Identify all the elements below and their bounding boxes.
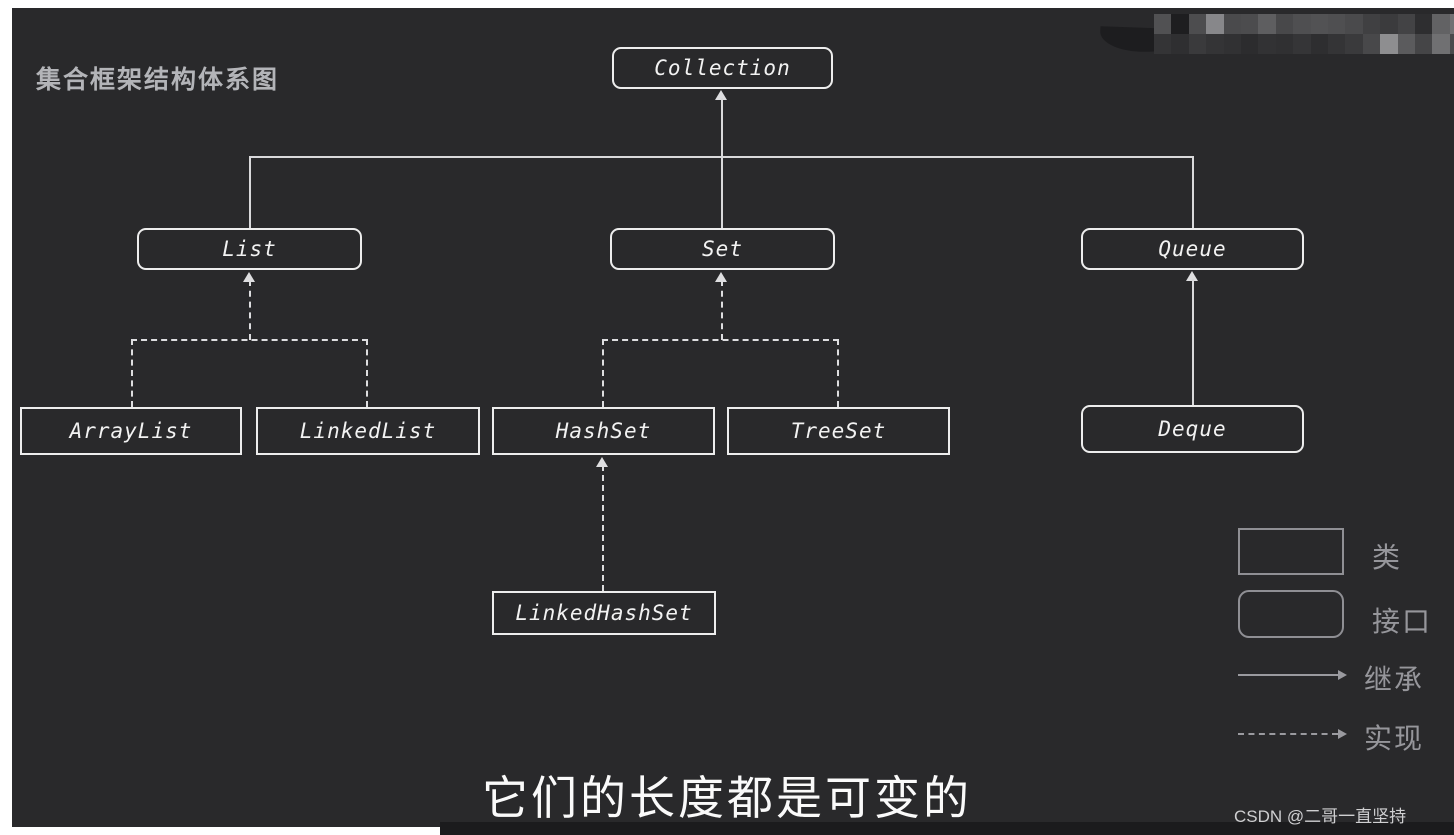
mosaic-tile xyxy=(1432,34,1451,54)
mosaic-tile xyxy=(1328,14,1346,34)
edge-dashed-to-set xyxy=(721,280,723,340)
node-list: List xyxy=(137,228,362,270)
edge-dashed-arraylist xyxy=(131,339,133,407)
mosaic-tile xyxy=(1415,14,1433,34)
diagram-title: 集合框架结构体系图 xyxy=(36,66,280,94)
implement-arrowhead-set xyxy=(715,272,727,282)
legend-interface-box xyxy=(1238,590,1344,638)
implement-arrowhead-list xyxy=(243,272,255,282)
edge-dashed-linkedhashset xyxy=(602,465,604,591)
mosaic-tile xyxy=(1241,14,1259,34)
diagram-canvas: 集合框架结构体系图 Collection List Set Queue Arra… xyxy=(12,8,1454,827)
node-list-label: List xyxy=(222,237,277,261)
mosaic-tile xyxy=(1275,14,1294,34)
edge-dashed-hashset xyxy=(602,339,604,407)
node-linkedlist: LinkedList xyxy=(256,407,480,455)
node-treeset-label: TreeSet xyxy=(790,419,887,443)
edge-dashed-set-horizontal xyxy=(602,339,839,341)
mosaic-tile xyxy=(1380,14,1399,34)
mosaic-tile xyxy=(1171,14,1190,34)
node-queue-label: Queue xyxy=(1158,237,1227,261)
mosaic-tile xyxy=(1415,34,1433,54)
mosaic-tile xyxy=(1449,34,1454,54)
legend-inherit-line xyxy=(1238,674,1338,676)
mosaic-tile xyxy=(1206,14,1225,34)
node-linkedhashset-label: LinkedHashSet xyxy=(515,601,693,625)
mosaic-tile xyxy=(1310,34,1329,54)
mosaic-tile xyxy=(1293,34,1312,54)
legend-inherit-arrowhead xyxy=(1338,670,1347,680)
pixelated-region xyxy=(12,8,1454,68)
node-collection: Collection xyxy=(612,47,833,89)
node-set-label: Set xyxy=(702,237,743,261)
mosaic-tile xyxy=(1188,34,1207,54)
edge-deque-to-queue xyxy=(1192,279,1194,405)
legend-implement-line xyxy=(1238,733,1338,735)
mosaic-tile xyxy=(1258,34,1277,54)
node-linkedhashset: LinkedHashSet xyxy=(492,591,716,635)
mosaic-tile xyxy=(1223,14,1242,34)
legend-class-box xyxy=(1238,528,1344,575)
node-arraylist: ArrayList xyxy=(20,407,242,455)
mosaic-tile xyxy=(1241,34,1259,54)
node-hashset-label: HashSet xyxy=(555,419,652,443)
inherit-arrowhead-collection xyxy=(715,90,727,100)
mosaic-tile xyxy=(1362,34,1381,54)
mosaic-tile xyxy=(1345,34,1364,54)
edge-drop-set xyxy=(721,156,723,228)
legend-interface-label: 接口 xyxy=(1372,606,1433,637)
implement-arrowhead-hashset xyxy=(596,457,608,467)
mosaic-tile xyxy=(1362,14,1381,34)
edge-drop-queue xyxy=(1192,156,1194,228)
mosaic-tile xyxy=(1380,34,1399,54)
mosaic-tile xyxy=(1328,34,1346,54)
node-deque: Deque xyxy=(1081,405,1304,453)
mosaic-tile xyxy=(1171,34,1190,54)
node-linkedlist-label: LinkedList xyxy=(299,419,437,443)
mosaic-tile xyxy=(1310,14,1329,34)
legend-class-label: 类 xyxy=(1372,542,1403,573)
node-arraylist-label: ArrayList xyxy=(69,419,193,443)
mosaic-tile xyxy=(1154,14,1172,34)
mosaic-tile xyxy=(1223,34,1242,54)
edge-dashed-treeset xyxy=(837,339,839,407)
node-collection-label: Collection xyxy=(654,56,791,80)
inherit-arrowhead-queue xyxy=(1186,271,1198,281)
mosaic-tile xyxy=(1188,14,1207,34)
edge-drop-list xyxy=(249,156,251,228)
mosaic-tile xyxy=(1154,34,1172,54)
legend-inherit-label: 继承 xyxy=(1364,664,1425,695)
mosaic-tile xyxy=(1293,14,1312,34)
mosaic-tile xyxy=(1397,34,1416,54)
caption-text: 它们的长度都是可变的 xyxy=(482,772,972,824)
mosaic-tile xyxy=(1432,14,1451,34)
legend-implement-arrowhead xyxy=(1338,729,1347,739)
mosaic-tile xyxy=(1206,34,1225,54)
edge-dashed-to-list xyxy=(249,280,251,340)
edge-trunk-to-collection xyxy=(721,98,723,157)
node-set: Set xyxy=(610,228,835,270)
legend-implement-label: 实现 xyxy=(1364,723,1425,754)
node-treeset: TreeSet xyxy=(727,407,950,455)
bottom-dark-bar xyxy=(440,822,1454,835)
mosaic-tile xyxy=(1397,14,1416,34)
mosaic-tile xyxy=(1449,14,1454,34)
watermark: CSDN @二哥一直坚持 xyxy=(1234,807,1407,826)
mosaic-tile xyxy=(1258,14,1277,34)
edge-dashed-linkedlist xyxy=(366,339,368,407)
node-hashset: HashSet xyxy=(492,407,715,455)
mosaic-tile xyxy=(1275,34,1294,54)
mosaic-tile xyxy=(1345,14,1364,34)
node-deque-label: Deque xyxy=(1158,417,1227,441)
edge-dashed-list-horizontal xyxy=(131,339,368,341)
node-queue: Queue xyxy=(1081,228,1304,270)
